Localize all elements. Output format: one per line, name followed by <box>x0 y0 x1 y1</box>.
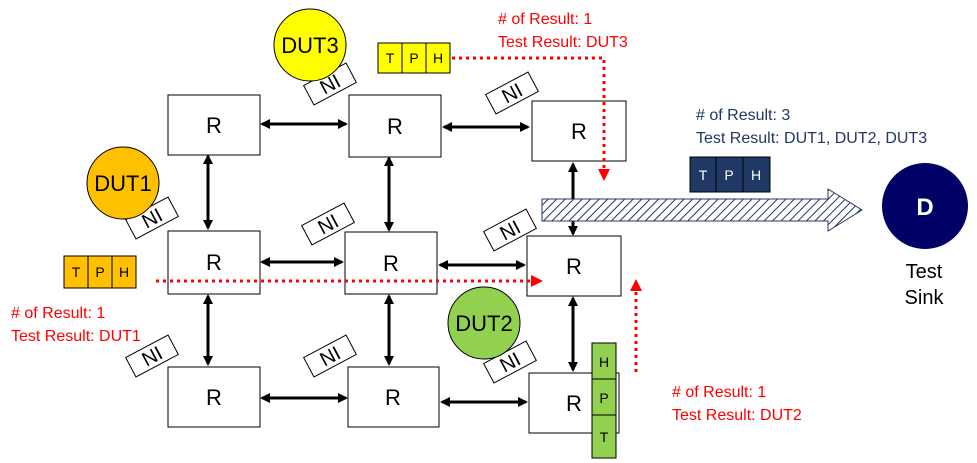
router-label: R <box>571 119 587 144</box>
dut3-result-text: Test Result: DUT3 <box>498 34 628 51</box>
sink-pipe <box>541 188 863 232</box>
dut3-result-path <box>452 56 610 181</box>
router-label: R <box>385 385 401 410</box>
packet-field-h: H <box>433 50 443 66</box>
dut1-label: DUT1 <box>94 171 151 196</box>
dut2-node: DUT2 <box>447 286 521 360</box>
dut1-result-text: Test Result: DUT1 <box>11 328 141 345</box>
router-r32: R <box>347 366 440 428</box>
sink-letter: D <box>916 194 933 221</box>
router-r13: R <box>531 100 627 162</box>
packet-field-h: H <box>599 354 609 370</box>
router-label: R <box>387 114 403 139</box>
packet-field-t: T <box>386 50 395 66</box>
packet-field-t: T <box>72 264 81 280</box>
router-label: R <box>206 385 222 410</box>
dut2-result-count: # of Result: 1 <box>672 384 766 401</box>
packet-field-p: P <box>95 264 104 280</box>
test-sink-node: D Test Sink <box>882 163 968 309</box>
router-label: R <box>206 113 222 138</box>
packet-sink: T P H <box>689 156 771 193</box>
sink-caption-line2: Sink <box>905 287 945 309</box>
packet-field-t: T <box>699 167 708 183</box>
router-r22: R <box>344 231 438 295</box>
ni-tags: NI NI NI NI NI NI NI NI <box>124 62 540 384</box>
dut1-node: DUT1 <box>86 146 160 220</box>
router-label: R <box>566 254 582 279</box>
packet-dut1: T P H <box>63 255 137 289</box>
router-r21: R <box>167 230 261 295</box>
packet-field-p: P <box>724 167 733 183</box>
router-label: R <box>383 251 399 276</box>
annotation-dut3: # of Result: 1 Test Result: DUT3 <box>498 11 628 51</box>
ni-tag-r13: NI <box>484 71 540 115</box>
ni-tag-r12: NI <box>302 62 358 106</box>
router-r23: R <box>526 235 622 297</box>
router-label: R <box>566 391 582 416</box>
router-r31: R <box>167 366 261 428</box>
router-label: R <box>206 250 222 275</box>
result-paths <box>156 56 642 372</box>
dut3-label: DUT3 <box>281 33 338 58</box>
sink-result-text: Test Result: DUT1, DUT2, DUT3 <box>696 130 927 147</box>
sink-caption-line1: Test <box>906 261 943 283</box>
dut3-node: DUT3 <box>273 8 347 82</box>
dut3-result-count: # of Result: 1 <box>498 11 592 28</box>
packet-dut3: T P H <box>377 42 451 74</box>
annotation-dut1: # of Result: 1 Test Result: DUT1 <box>11 305 141 345</box>
router-r11: R <box>167 94 261 156</box>
router-r12: R <box>348 94 442 158</box>
annotation-dut2: # of Result: 1 Test Result: DUT2 <box>672 384 802 424</box>
packet-dut2: H P T <box>591 342 617 459</box>
dut2-result-text: Test Result: DUT2 <box>672 407 802 424</box>
dut1-result-count: # of Result: 1 <box>11 305 105 322</box>
packet-field-h: H <box>119 264 129 280</box>
dut2-label: DUT2 <box>455 311 512 336</box>
packet-field-p: P <box>599 390 608 406</box>
annotation-sink: # of Result: 3 Test Result: DUT1, DUT2, … <box>696 107 927 147</box>
packet-field-p: P <box>409 50 418 66</box>
sink-result-count: # of Result: 3 <box>696 107 790 124</box>
packet-field-h: H <box>751 167 761 183</box>
packet-field-t: T <box>600 429 609 445</box>
